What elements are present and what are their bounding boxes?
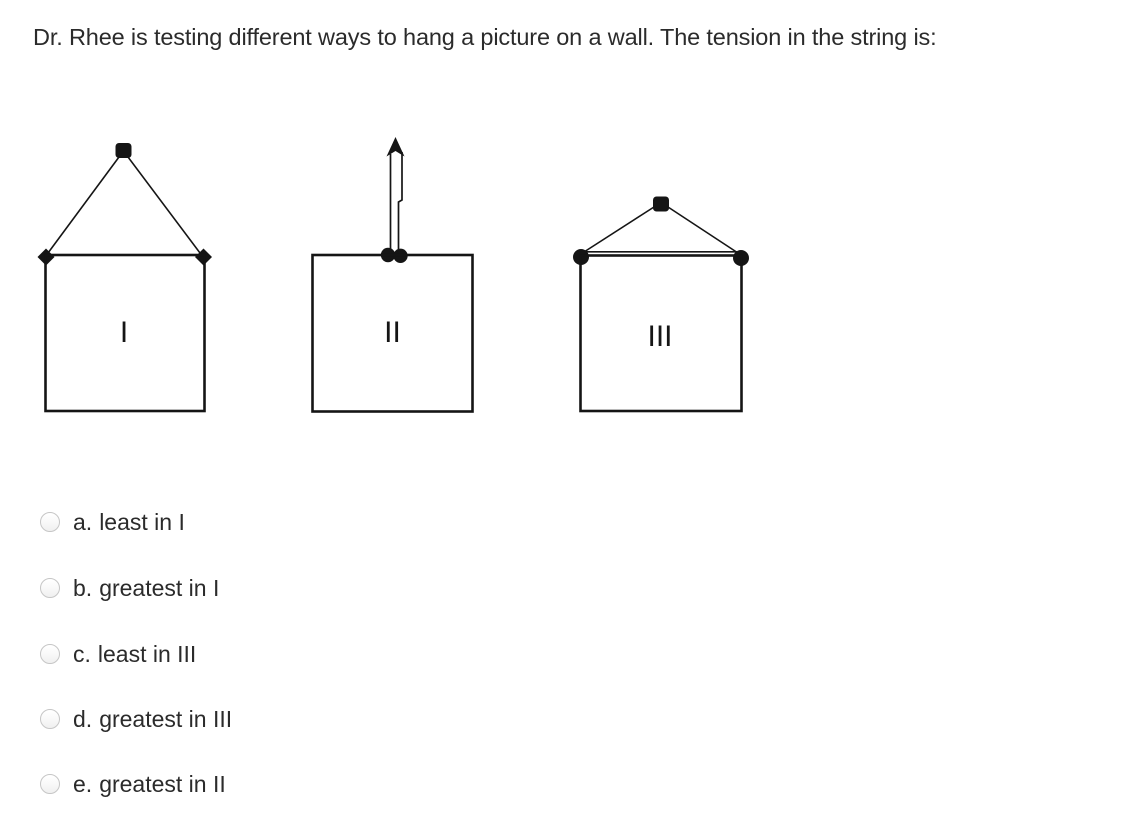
diagram-1-string-right [127, 156, 201, 254]
answer-option-c[interactable]: c. least in III [40, 638, 196, 670]
option-a-text: least in I [99, 508, 185, 535]
option-d-letter: d. [73, 705, 93, 732]
answer-option-b[interactable]: b. greatest in I [40, 572, 219, 604]
diagram-2-string-right-strand [397, 152, 403, 251]
question-text: Dr. Rhee is testing different ways to ha… [33, 24, 937, 50]
radio-option-c[interactable] [40, 644, 60, 664]
diagram-3-nail-dot [653, 196, 669, 212]
answer-option-e[interactable]: e. greatest in II [40, 768, 226, 800]
diagram-2-label: II [384, 316, 401, 349]
diagram-3-string-left [583, 206, 655, 253]
option-c-letter: c. [73, 640, 91, 667]
diagram-1-label: I [120, 316, 128, 349]
diagram-2-frame [311, 253, 474, 413]
radio-option-a[interactable] [40, 512, 60, 532]
diagram-3-string-right [667, 206, 739, 254]
radio-option-e[interactable] [40, 774, 60, 794]
diagram-1: I [37, 143, 212, 413]
answer-option-d[interactable]: d. greatest in III [40, 703, 232, 735]
diagram-1-nail-dot [115, 143, 132, 158]
option-b-letter: b. [73, 574, 93, 601]
diagram-2-nail-arrow [386, 137, 405, 157]
radio-option-d[interactable] [40, 709, 60, 729]
answer-option-a[interactable]: a. least in I [40, 506, 185, 538]
diagram-1-frame [44, 253, 206, 413]
option-b-text: greatest in I [99, 574, 220, 601]
radio-option-b[interactable] [40, 578, 60, 598]
option-c-text: least in III [97, 640, 197, 667]
diagram-1-string-left [47, 156, 120, 254]
diagram-2: II [311, 137, 474, 413]
diagram-3-label: III [647, 320, 672, 353]
option-e-text: greatest in II [99, 770, 226, 797]
hanging-picture-diagrams: I II III [37, 137, 749, 413]
option-e-letter: e. [73, 770, 93, 797]
option-d-text: greatest in III [99, 705, 233, 732]
diagram-3: III [573, 196, 749, 413]
option-a-letter: a. [73, 508, 93, 535]
diagram-3-frame [579, 254, 743, 413]
